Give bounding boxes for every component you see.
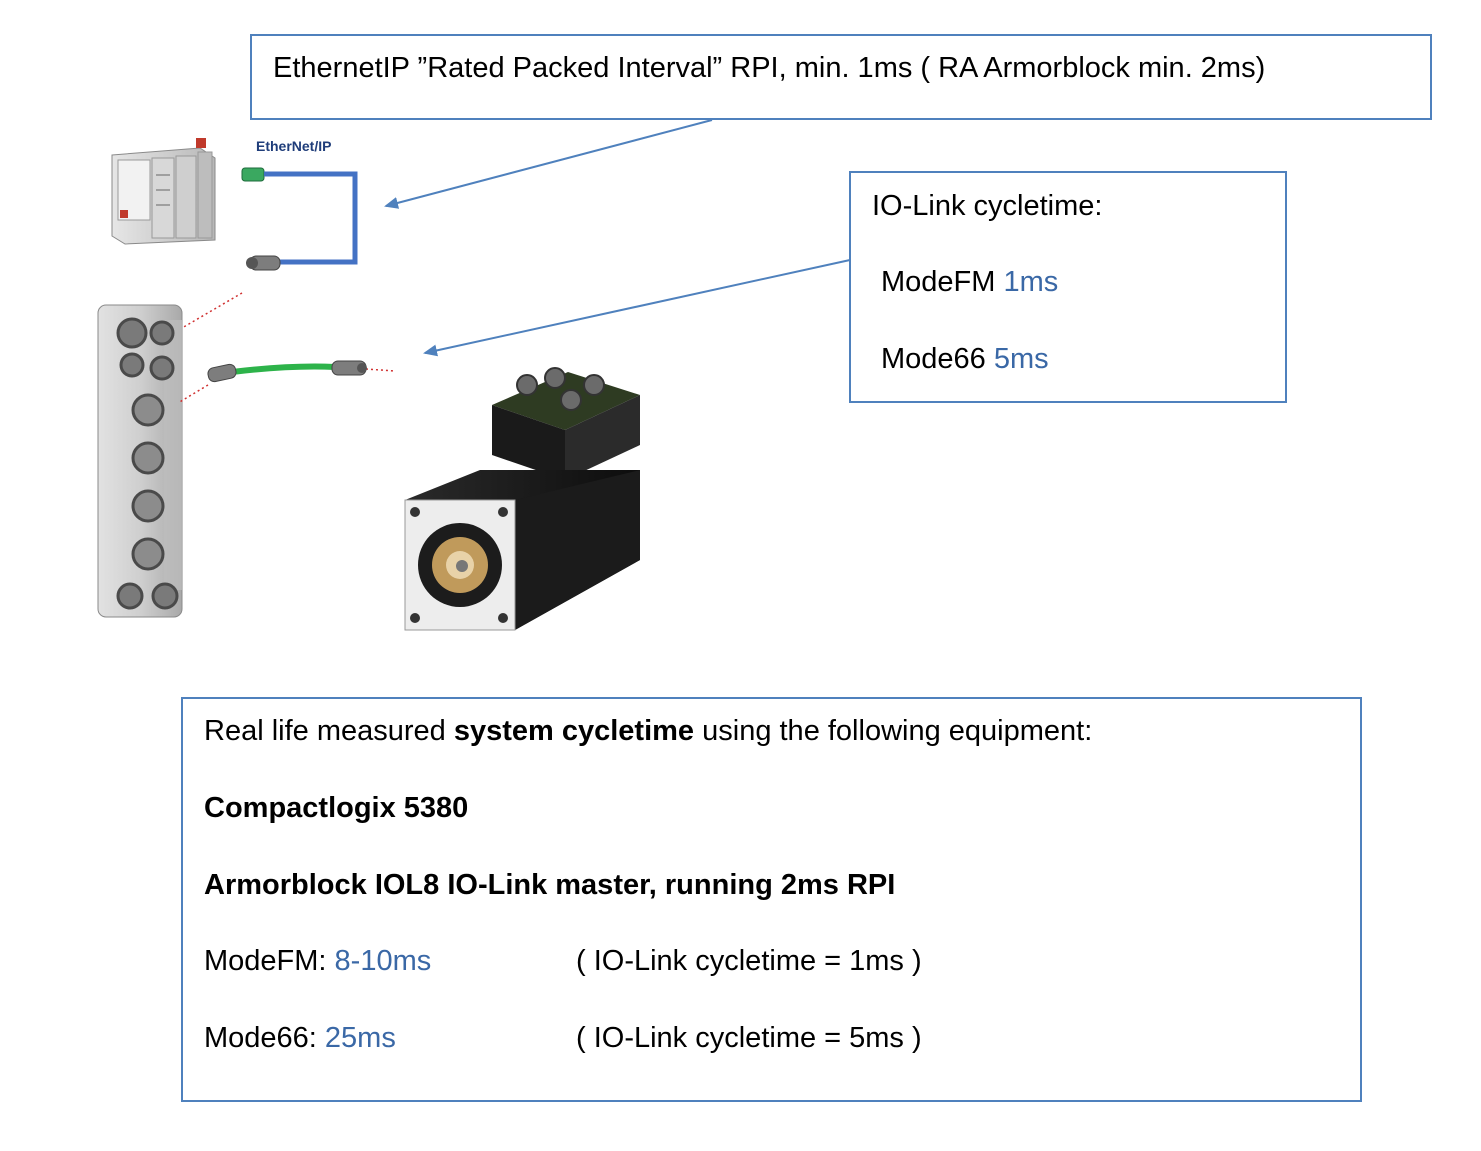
- measurement-value: 8-10ms: [334, 945, 432, 977]
- system-intro: Real life measured system cycletime usin…: [204, 717, 1092, 746]
- measurement-label: Mode66:: [204, 1022, 317, 1054]
- iolink-mode-row: ModeFM 1ms: [881, 268, 1058, 297]
- ethernetip-rpi-text: EthernetIP ”Rated Packed Interval” RPI, …: [273, 52, 1266, 84]
- equipment-controller: Compactlogix 5380: [204, 792, 469, 824]
- measurement-label: ModeFM:: [204, 945, 327, 977]
- mode-label: Mode66: [881, 343, 986, 375]
- armorblock-iolink-master-image: [97, 304, 183, 618]
- iolink-cycletime-title: IO-Link cycletime:: [872, 190, 1103, 222]
- intro-suffix: using the following equipment:: [694, 715, 1093, 747]
- iolink-mode-row: Mode66 5ms: [881, 345, 1049, 374]
- dotted-connection-lines: [177, 292, 396, 404]
- iolink-cable: [207, 360, 367, 383]
- ethernetip-logo: EtherNet/IP: [256, 138, 331, 154]
- mode-value: 5ms: [993, 343, 1049, 375]
- ethernetip-rpi-callout: EthernetIP ”Rated Packed Interval” RPI, …: [250, 34, 1432, 120]
- measurement-note: ( IO-Link cycletime = 1ms ): [576, 945, 922, 977]
- intro-bold: system cycletime: [453, 715, 695, 747]
- measurement-note: ( IO-Link cycletime = 5ms ): [576, 1022, 922, 1054]
- compactlogix-plc-image: [111, 138, 216, 245]
- mode-value: 1ms: [1003, 266, 1059, 298]
- iolink-cycletime-callout: IO-Link cycletime: ModeFM 1ms Mode66 5ms: [849, 171, 1287, 403]
- measurement-row: Mode66: 25ms: [204, 1024, 396, 1053]
- ethernetip-rpi-arrow: [384, 119, 713, 209]
- measurement-row: ModeFM: 8-10ms: [204, 947, 431, 976]
- ethernet-cable: [241, 167, 358, 271]
- system-cycletime-box: Real life measured system cycletime usin…: [181, 697, 1362, 1102]
- measurement-value: 25ms: [324, 1022, 396, 1054]
- equipment-iolink-master: Armorblock IOL8 IO-Link master, running …: [204, 869, 896, 901]
- intro-prefix: Real life measured: [204, 715, 454, 747]
- stepper-motor-image: [404, 367, 640, 631]
- iolink-cycletime-arrow: [423, 259, 851, 357]
- mode-label: ModeFM: [881, 266, 996, 298]
